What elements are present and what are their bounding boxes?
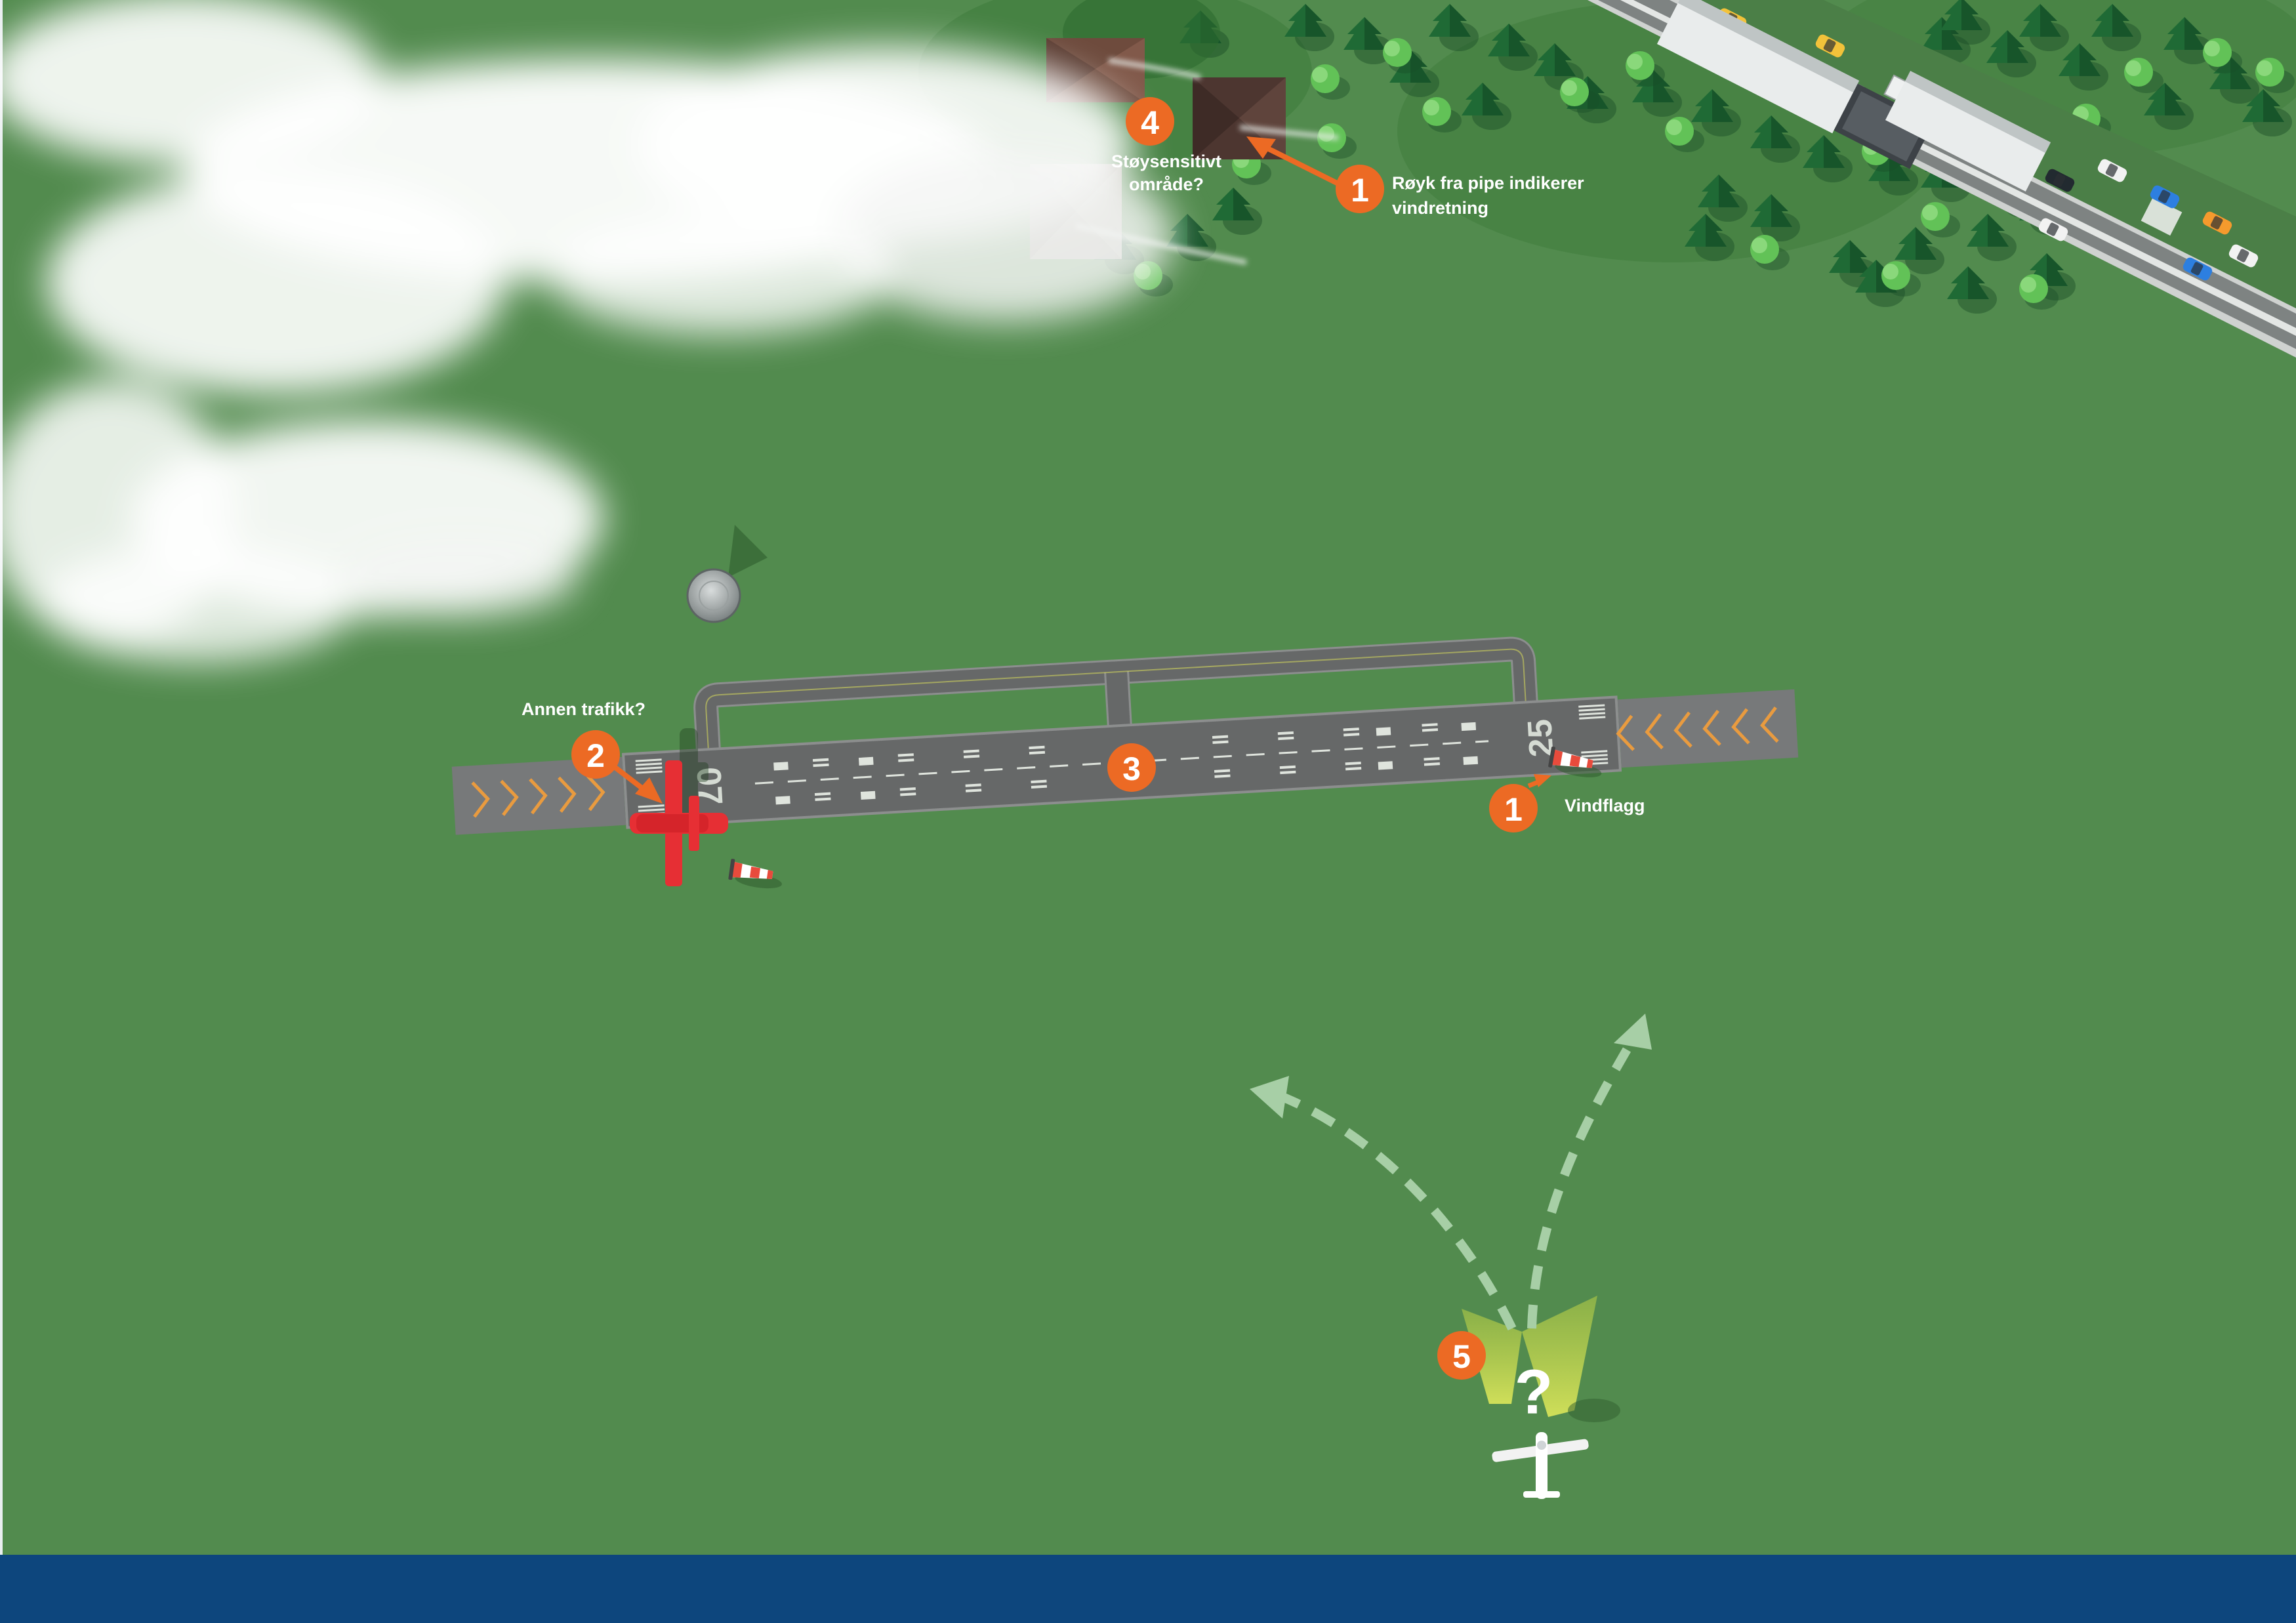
marker-1-smoke: 1 Røyk fra pipe indikerer vindretning — [1336, 165, 1584, 218]
marker-1b-label: Vindflagg — [1565, 796, 1645, 815]
chevron-marking — [1760, 706, 1779, 743]
marker-1-label-line-1: Røyk fra pipe indikerer — [1392, 173, 1584, 193]
chevron-marking — [1673, 711, 1692, 748]
own-aircraft — [1462, 1296, 1620, 1499]
arrow-head-left-icon — [1250, 1076, 1289, 1119]
house-icon — [1193, 77, 1286, 159]
chevron-marking — [1616, 714, 1635, 751]
chevron-marking — [1702, 710, 1721, 747]
marker-5-turn: 5 — [1437, 1331, 1486, 1380]
route-right — [1527, 1047, 1631, 1329]
chevron-marking — [529, 778, 548, 815]
scan-cone-right — [1522, 1296, 1597, 1417]
svg-text:3: 3 — [1122, 750, 1141, 787]
route-left — [1277, 1091, 1517, 1331]
marker-2-traffic: 2 Annen trafikk? — [522, 699, 646, 779]
marker-1-label-line-2: vindretning — [1392, 198, 1488, 218]
marker-1-windsock: 1 Vindflagg — [1489, 784, 1645, 832]
chevron-marking — [1731, 708, 1750, 745]
chevron-marking — [1645, 713, 1664, 750]
left-border — [0, 0, 3, 1555]
annotation-arrows — [605, 136, 1551, 804]
chevrons-east — [1616, 706, 1779, 751]
chevrons-west — [471, 775, 605, 818]
arrow-head-right-icon — [1614, 1014, 1652, 1050]
svg-text:1: 1 — [1504, 791, 1523, 828]
chevron-marking — [586, 775, 605, 812]
runway-overrun-east — [1617, 689, 1799, 768]
svg-text:5: 5 — [1452, 1338, 1471, 1375]
marker-4-label-line-2: område? — [1129, 175, 1204, 194]
question-mark: ? — [1515, 1357, 1553, 1428]
airplane-icon — [1492, 1432, 1589, 1499]
storage-tank — [686, 525, 768, 623]
possible-route-arrows — [1250, 1014, 1652, 1331]
runway-overrun-west — [451, 756, 626, 835]
chevron-marking — [558, 776, 577, 813]
chevron-marking — [471, 781, 490, 818]
chevron-marking — [500, 779, 519, 816]
buildings — [1656, 0, 2051, 192]
marker-4-noise: 4 Støysensitivt område? — [1111, 97, 1221, 194]
bottom-band — [0, 1555, 2296, 1623]
svg-text:4: 4 — [1141, 104, 1159, 141]
svg-text:2: 2 — [586, 737, 605, 774]
svg-text:1: 1 — [1351, 172, 1369, 209]
other-traffic-airplane-icon — [630, 728, 728, 886]
marker-3-runway: 3 — [1107, 743, 1156, 792]
clouds — [0, 0, 1174, 663]
scan-cone-left — [1462, 1309, 1522, 1404]
marker-4-label-line-1: Støysensitivt — [1111, 152, 1221, 171]
marker-2-label: Annen trafikk? — [522, 699, 646, 719]
